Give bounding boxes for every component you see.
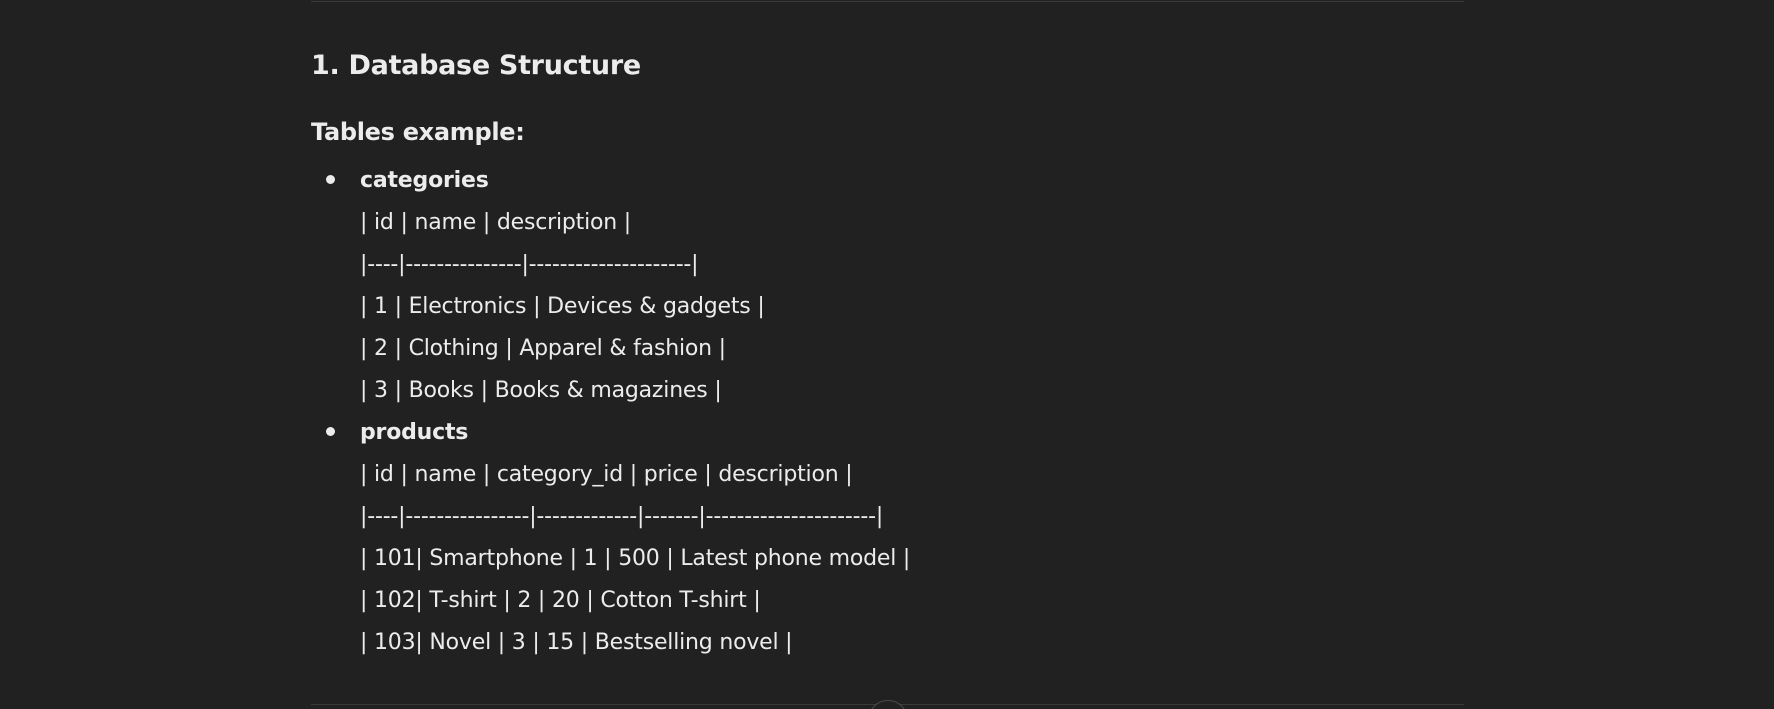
bullet-icon bbox=[326, 175, 335, 184]
table-name: categories bbox=[360, 168, 489, 193]
table-line: | 2 | Clothing | Apparel & fashion | bbox=[360, 336, 726, 361]
bullet-icon bbox=[326, 427, 335, 436]
table-line: | 1 | Electronics | Devices & gadgets | bbox=[360, 294, 765, 319]
table-list: categories | id | name | description | |… bbox=[311, 160, 910, 664]
table-line: | 103| Novel | 3 | 15 | Bestselling nove… bbox=[360, 630, 793, 655]
top-divider bbox=[311, 1, 1464, 2]
subtitle: Tables example: bbox=[311, 118, 525, 146]
table-line: |----|----------------|-------------|---… bbox=[360, 504, 884, 529]
table-line: |----|---------------|------------------… bbox=[360, 252, 699, 277]
list-item-products: products | id | name | category_id | pri… bbox=[311, 412, 910, 664]
section-title: 1. Database Structure bbox=[311, 50, 641, 81]
table-line: | 102| T-shirt | 2 | 20 | Cotton T-shirt… bbox=[360, 588, 761, 613]
table-line: | id | name | category_id | price | desc… bbox=[360, 462, 853, 487]
table-line: | 101| Smartphone | 1 | 500 | Latest pho… bbox=[360, 546, 911, 571]
table-line: | id | name | description | bbox=[360, 210, 631, 235]
table-line: | 3 | Books | Books & magazines | bbox=[360, 378, 722, 403]
table-name: products bbox=[360, 420, 469, 445]
list-item-categories: categories | id | name | description | |… bbox=[311, 160, 910, 412]
